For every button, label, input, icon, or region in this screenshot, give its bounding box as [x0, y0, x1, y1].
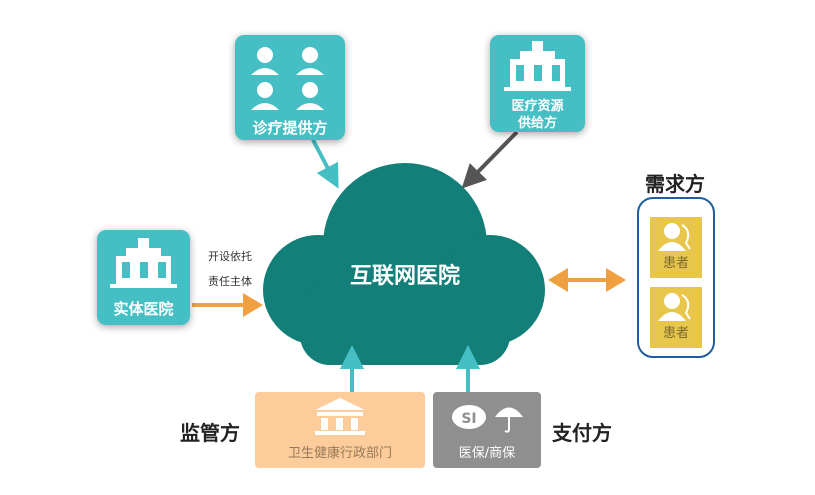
arrow-resource-to-cloud [461, 130, 519, 189]
user-icon [658, 223, 691, 251]
umbrella-icon [495, 407, 523, 433]
user-icon [658, 293, 691, 321]
demand-group [637, 197, 715, 358]
hospital-note-2: 责任主体 [208, 275, 252, 288]
regulator-label: 卫生健康行政部门 [287, 446, 392, 461]
doctors-nurses-icon [251, 47, 324, 110]
hospital-box: 实体医院 [97, 230, 190, 325]
regulator-box: 卫生健康行政部门 [255, 392, 425, 468]
resource-label-1: 医疗资源 [511, 99, 564, 114]
patient-label: 患者 [662, 256, 689, 271]
provider-box: 诊疗提供方 [235, 35, 345, 140]
svg-text:SI: SI [461, 411, 476, 427]
demand-title: 需求方 [645, 172, 705, 196]
government-building-icon [315, 398, 365, 435]
hospital-label: 实体医院 [113, 300, 174, 318]
patient-card: 患者 [650, 217, 702, 278]
cloud-label: 互联网医院 [349, 264, 460, 289]
hospital-note-1: 开设依托 [208, 250, 252, 263]
resource-box: 医疗资源 供给方 [490, 35, 585, 132]
hospital-building-icon [110, 238, 177, 288]
arrow-provider-to-cloud [311, 139, 339, 189]
resource-label-2: 供给方 [517, 116, 557, 131]
insurance-icons: SI [452, 405, 523, 433]
hospital-building-icon [504, 41, 571, 91]
cloud-shape [263, 163, 545, 365]
patient-label: 患者 [662, 326, 689, 341]
social-security-icon: SI [452, 405, 486, 429]
payer-side-label: 支付方 [552, 421, 612, 445]
provider-label: 诊疗提供方 [252, 119, 328, 137]
patient-card: 患者 [650, 287, 702, 348]
payer-box: SI 医保/商保 [433, 392, 541, 468]
payer-label: 医保/商保 [458, 446, 516, 461]
regulator-side-label: 监管方 [180, 421, 240, 445]
